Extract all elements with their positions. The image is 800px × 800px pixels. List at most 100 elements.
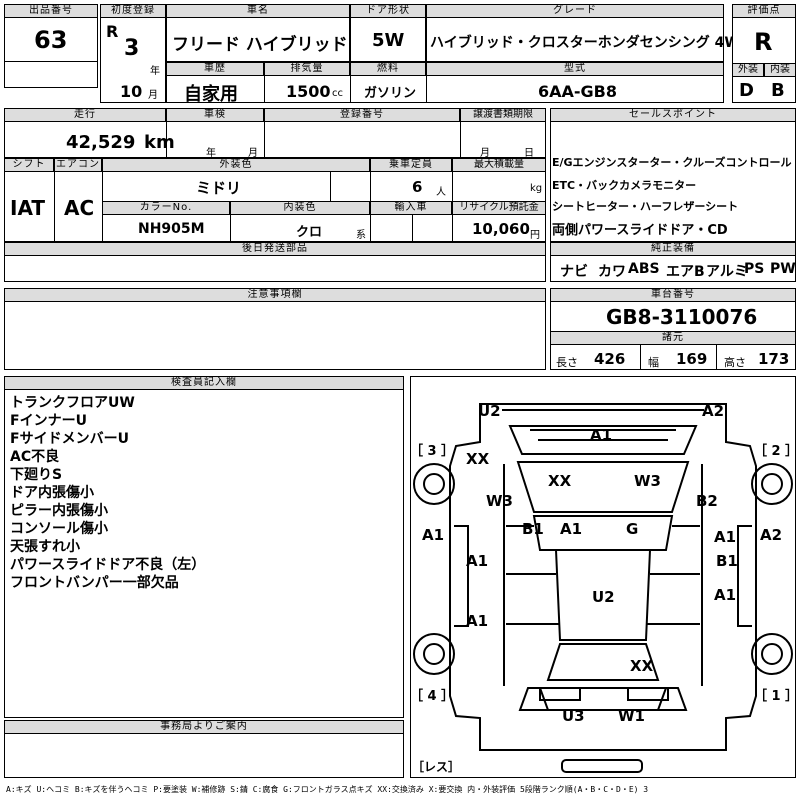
inspector-note-8: コンソール傷小 [10, 521, 108, 537]
inspector-header: 検査員記入欄 [4, 376, 404, 390]
code-a2-front: A2 [702, 402, 725, 420]
mileage-header: 走行 [4, 108, 166, 122]
cc-unit: cc [332, 88, 343, 99]
ext-color-header: 外装色 [102, 158, 370, 172]
details-box [4, 158, 546, 242]
chassis-header: 車台番号 [550, 288, 796, 302]
fuel-header: 燃料 [350, 62, 426, 76]
code-u2-roof: U2 [592, 588, 615, 606]
code-a1-door-right: A1 [714, 528, 737, 546]
color-no: NH905M [138, 221, 205, 237]
code-w3-hood: W3 [634, 472, 661, 490]
displacement-header: 排気量 [264, 62, 350, 76]
code-w1-rear: W1 [618, 707, 645, 725]
capacity: 6 [412, 178, 423, 196]
code-xx-hood: XX [548, 472, 572, 490]
notes-header: 注意事項欄 [4, 288, 546, 302]
aircon-header: エアコン [54, 158, 102, 172]
ext-color: ミドリ [196, 179, 242, 197]
door-type: 5W [372, 30, 405, 51]
int-header: 内装 [764, 63, 796, 77]
ext-header: 外装 [732, 63, 764, 77]
reg-no-header: 登録番号 [264, 108, 460, 122]
code-a1-slide-left: A1 [466, 612, 489, 630]
reg-year: 3 [124, 36, 140, 61]
q2-label: ［ 2 ］ [754, 444, 799, 459]
code-xx-rear: XX [630, 657, 654, 675]
length: 426 [594, 350, 626, 368]
inspector-note-11: フロントバンパー一部欠品 [10, 575, 179, 591]
equipment-airbag: エアB [666, 264, 705, 280]
model-header: 型式 [426, 62, 724, 76]
int-score: B [771, 80, 785, 101]
transfer-header: 譲渡書類期限 [460, 108, 546, 122]
tr-day-unit: 日 [524, 148, 534, 159]
q4-label: ［ 4 ］ [410, 689, 455, 704]
equipment-abs: ABS [628, 261, 660, 277]
legend: A:キズ U:ヘコミ B:キズを伴うヘコミ P:要塗装 W:補修跡 S:錆 C:… [6, 785, 649, 794]
sales-point-4: 両側パワースライドドア・CD [552, 223, 728, 238]
sales-points-header: セールスポイント [550, 108, 796, 122]
cap-unit: 人 [436, 187, 446, 198]
length-label: 長さ [556, 356, 578, 369]
reg-month: 10 [120, 82, 143, 101]
chassis-number: GB8-3110076 [606, 305, 758, 329]
shift: IAT [10, 196, 46, 220]
code-b2-fender: B2 [696, 492, 718, 510]
score: R [754, 28, 773, 56]
equipment-alloy: アルミ [706, 264, 748, 280]
code-a1-bumper: A1 [590, 426, 613, 444]
office-header: 事務局よりご案内 [4, 720, 404, 734]
score-header: 評価点 [732, 4, 796, 18]
lot-box [4, 4, 98, 88]
door-header: ドア形状 [350, 4, 426, 18]
fuel: ガソリン [364, 86, 417, 101]
les-label: ［レス］ [412, 760, 461, 774]
int-color-header: 内装色 [230, 201, 370, 215]
shift-header: シフト [4, 158, 54, 172]
tr-month-unit: 月 [480, 148, 490, 159]
lot-number: 63 [34, 26, 68, 54]
aircon: AC [64, 196, 95, 220]
car-name: フリード ハイブリッド [172, 35, 348, 55]
car-name-header: 車名 [166, 4, 350, 18]
max-load-header: 最大積載量 [452, 158, 546, 172]
genuine-header: 純正装備 [550, 242, 796, 256]
q3-label: ［ 3 ］ [410, 444, 455, 459]
displacement: 1500 [286, 82, 331, 101]
history: 自家用 [184, 84, 238, 105]
equipment-leather: カワ [598, 264, 626, 280]
code-a2-side-right: A2 [760, 526, 783, 544]
height-label: 高さ [724, 356, 746, 369]
code-w3-fender: W3 [486, 492, 513, 510]
recycle: 10,060 [472, 220, 530, 238]
insp-year-unit: 年 [206, 148, 216, 159]
insp-month-unit: 月 [248, 148, 258, 159]
inspector-note-9: 天張すれ小 [10, 539, 80, 555]
code-u2-front: U2 [478, 402, 501, 420]
inspector-note-5: 下廻りS [10, 467, 63, 483]
inspector-note-10: パワースライドドア不良（左） [10, 557, 206, 573]
year-unit: 年 [150, 66, 160, 77]
sales-point-3: シートヒーター・ハーフレザーシート [552, 200, 739, 213]
era: R [106, 22, 119, 41]
later-parts-header: 後日発送部品 [4, 242, 546, 256]
height: 173 [758, 350, 790, 368]
int-color-unit: 系 [356, 230, 366, 241]
inspector-note-7: ピラー内張傷小 [10, 503, 108, 519]
code-a1-side-left: A1 [422, 526, 445, 544]
sales-point-2: ETC・バックカメラモニター [552, 179, 697, 192]
equipment-navi: ナビ [560, 264, 588, 280]
width: 169 [676, 350, 708, 368]
history-header: 車歴 [166, 62, 264, 76]
inspector-note-4: AC不良 [10, 449, 60, 465]
inspector-box [4, 376, 404, 718]
color-no-header: カラーNo. [102, 201, 230, 215]
grade: ハイブリッド・クロスターホンダセンシング 4WD [430, 35, 752, 51]
code-xx-fender: XX [466, 450, 490, 468]
code-g-windshield: G [626, 520, 639, 538]
car-body-diagram [413, 403, 793, 773]
equipment-pw: PW [770, 261, 796, 277]
code-b1-pillar: B1 [522, 520, 544, 538]
specs-header: 諸元 [550, 331, 796, 345]
